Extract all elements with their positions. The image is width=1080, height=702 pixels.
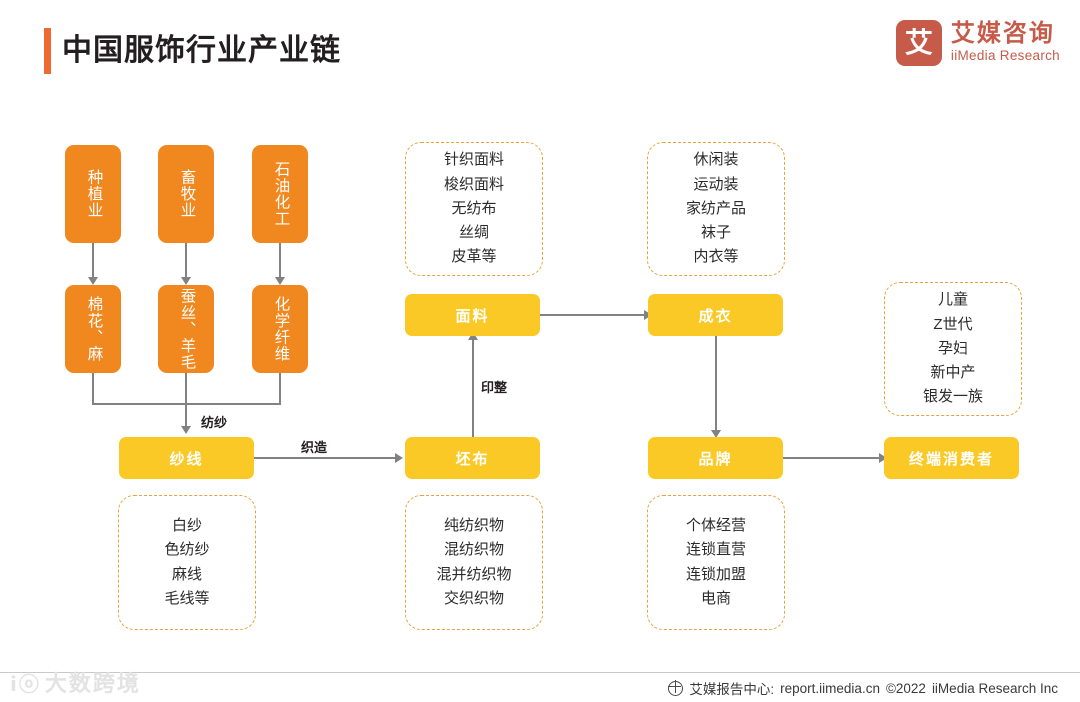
connector-silk-down (185, 373, 187, 404)
connector-petro-to-chemfiber (279, 243, 281, 279)
brand-type-2: 连锁加盟 (685, 565, 746, 583)
node-planting-industry[interactable]: 种植业 (65, 145, 121, 243)
connector-livestock-to-silk (185, 243, 187, 279)
arrowhead-yarn-to-greige (395, 453, 403, 463)
detail-box-consumer-types: 儿童 Z世代 孕妇 新中产 银发一族 (884, 282, 1022, 416)
connector-chemfiber-down (279, 373, 281, 404)
connector-cotton-down (92, 373, 94, 404)
watermark-logo-icon: ⅰⓞ (10, 673, 41, 696)
garment-type-4: 内衣等 (693, 248, 739, 266)
connector-brand-to-consumer (783, 457, 880, 459)
fabric-type-2: 无纺布 (451, 199, 497, 217)
node-fabric[interactable]: 面料 (405, 294, 540, 336)
fabric-type-1: 梭织面料 (443, 175, 504, 193)
edge-label-weaving: 织造 (301, 440, 328, 455)
node-cotton-hemp[interactable]: 棉花、麻 (65, 285, 121, 373)
greige-type-0: 纯纺织物 (443, 516, 504, 534)
edge-label-finishing: 印整 (481, 380, 508, 395)
yarn-type-3: 毛线等 (164, 589, 210, 607)
footer-copyright: ©2022 (885, 680, 926, 696)
footer-divider (0, 672, 1080, 673)
node-yarn[interactable]: 纱线 (119, 437, 254, 479)
detail-box-greige-types: 纯纺织物 混纺织物 混并纺织物 交织织物 (405, 495, 543, 630)
detail-box-yarn-types: 白纱 色纺纱 麻线 毛线等 (118, 495, 256, 630)
fabric-type-4: 皮革等 (451, 248, 497, 266)
footer-source-label: 艾媒报告中心: (689, 682, 775, 697)
node-chemical-fiber[interactable]: 化学纤维 (252, 285, 308, 373)
yarn-type-2: 麻线 (171, 565, 202, 583)
arrowhead-brand-to-consumer (879, 453, 887, 463)
garment-type-3: 袜子 (700, 224, 731, 242)
consumer-type-0: 儿童 (937, 291, 968, 309)
fabric-type-3: 丝绸 (458, 224, 489, 242)
node-livestock-industry[interactable]: 畜牧业 (158, 145, 214, 243)
detail-box-garment-types: 休闲装 运动装 家纺产品 袜子 内衣等 (647, 142, 785, 276)
garment-type-2: 家纺产品 (685, 199, 746, 217)
brand-type-3: 电商 (700, 589, 731, 607)
edge-label-spinning: 纺纱 (201, 415, 228, 430)
consumer-type-3: 新中产 (930, 364, 976, 382)
garment-type-0: 休闲装 (693, 151, 739, 169)
greige-type-2: 混并纺织物 (436, 565, 512, 583)
brand-logo: 艾 艾媒咨询 iiMedia Research (895, 20, 1060, 66)
detail-box-brand-types: 个体经营 连锁直营 连锁加盟 电商 (647, 495, 785, 630)
node-silk-wool[interactable]: 蚕丝、羊毛 (158, 285, 214, 373)
arrowhead-livestock-to-silk (181, 277, 191, 285)
node-petrochemical-industry[interactable]: 石油化工 (252, 145, 308, 243)
connector-yarn-to-greige (254, 457, 396, 459)
node-greige-fabric[interactable]: 坯布 (405, 437, 540, 479)
arrowhead-greige-to-fabric (468, 332, 478, 340)
arrowhead-petro-to-chemfiber (275, 277, 285, 285)
title-accent-bar (44, 28, 51, 74)
yarn-type-0: 白纱 (171, 516, 202, 534)
detail-box-fabric-types: 针织面料 梭织面料 无纺布 丝绸 皮革等 (405, 142, 543, 276)
connector-garment-to-brand (715, 336, 717, 432)
consumer-type-4: 银发一族 (922, 388, 983, 406)
logo-mark-icon: 艾 (895, 20, 942, 66)
footer-credit: 艾媒报告中心: report.iimedia.cn ©2022 iiMedia … (667, 678, 1058, 698)
fabric-type-0: 针织面料 (443, 151, 504, 169)
node-end-consumer[interactable]: 终端消费者 (884, 437, 1019, 479)
connector-greige-to-fabric (472, 337, 474, 437)
node-brand[interactable]: 品牌 (648, 437, 783, 479)
arrowhead-bus-to-yarn (181, 426, 191, 434)
arrowhead-garment-to-brand (711, 430, 721, 438)
brand-type-1: 连锁直营 (685, 541, 746, 559)
greige-type-3: 交织织物 (443, 589, 504, 607)
garment-type-1: 运动装 (693, 175, 739, 193)
brand-type-0: 个体经营 (685, 516, 746, 534)
watermark-text: 大数跨境 (44, 671, 141, 696)
logo-name-cn: 艾媒咨询 (950, 20, 1055, 48)
arrowhead-planting-to-cotton (88, 277, 98, 285)
logo-text: 艾媒咨询 iiMedia Research (951, 21, 1060, 64)
yarn-type-1: 色纺纱 (164, 541, 210, 559)
greige-type-1: 混纺织物 (443, 541, 504, 559)
connector-bus-to-yarn (185, 403, 187, 428)
globe-icon (667, 680, 684, 696)
node-garment[interactable]: 成衣 (648, 294, 783, 336)
watermark: ⅰⓞ 大数跨境 (10, 666, 141, 698)
connector-fabric-to-garment (540, 314, 645, 316)
footer-company: iiMedia Research Inc (931, 680, 1058, 696)
consumer-type-2: 孕妇 (937, 339, 968, 357)
footer-url[interactable]: report.iimedia.cn (780, 680, 880, 696)
consumer-type-1: Z世代 (933, 315, 973, 333)
connector-planting-to-cotton (92, 243, 94, 279)
page-title: 中国服饰行业产业链 (62, 34, 341, 67)
logo-name-en: iiMedia Research (950, 48, 1060, 64)
